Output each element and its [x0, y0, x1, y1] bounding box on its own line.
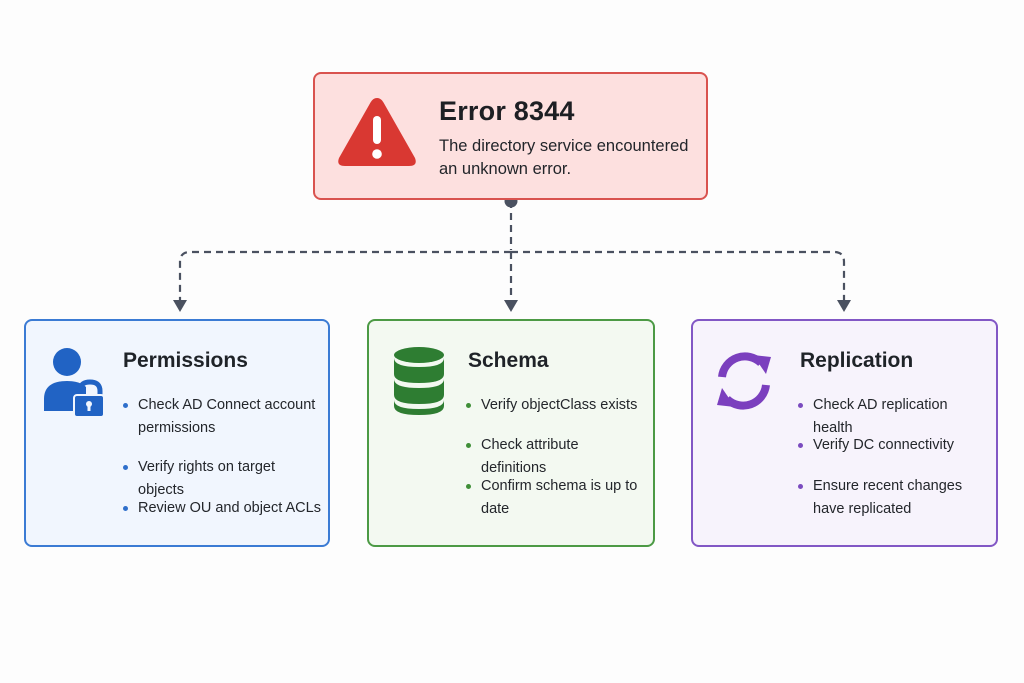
bullet-item: Check AD replication health: [798, 394, 988, 440]
bullet-dot: [798, 484, 803, 489]
bullet-dot: [123, 465, 128, 470]
card-replication: Replication Check AD replication health …: [691, 319, 998, 547]
bullet-text: Confirm schema is up to date: [481, 478, 638, 517]
bullet-text: Ensure recent changes have replicated: [813, 478, 963, 517]
bullet-item: Verify objectClass exists: [466, 394, 646, 417]
bullet-dot: [798, 443, 803, 448]
bullet-text: Review OU and object ACLs: [138, 500, 321, 516]
card-title-permissions: Permissions: [123, 349, 248, 372]
sync-icon: [717, 352, 771, 410]
warning-icon: [338, 98, 416, 166]
arrow-right: [837, 300, 851, 312]
error-title: Error 8344: [439, 96, 575, 126]
bullet-dot: [466, 443, 471, 448]
card-schema: Schema Verify objectClass exists Check a…: [367, 319, 655, 547]
bullet-text: Verify DC connectivity: [813, 437, 955, 453]
bullet-item: Check attribute definitions: [466, 434, 646, 480]
bullet-dot: [466, 484, 471, 489]
bullet-dot: [123, 506, 128, 511]
error-box: Error 8344 The directory service encount…: [313, 72, 708, 200]
bullet-text: Verify rights on target objects: [138, 459, 276, 498]
arrow-center: [504, 300, 518, 312]
user-lock-icon: [44, 348, 104, 417]
database-icon: [394, 347, 444, 415]
bullet-text: Check AD Connect account permissions: [138, 397, 316, 436]
bullet-text: Check attribute definitions: [481, 437, 579, 476]
bullet-text: Check AD replication health: [813, 397, 948, 436]
bullet-dot: [466, 403, 471, 408]
arrow-left: [173, 300, 187, 312]
card-title-replication: Replication: [800, 349, 914, 372]
bullet-item: Ensure recent changes have replicated: [798, 475, 988, 521]
bullet-item: Check AD Connect account permissions: [123, 394, 323, 440]
card-permissions: Permissions Check AD Connect account per…: [24, 319, 330, 547]
card-title-schema: Schema: [468, 349, 549, 372]
bullet-item: Verify rights on target objects: [123, 456, 323, 502]
error-description: The directory service encountered an unk…: [439, 137, 689, 178]
bullet-item: Confirm schema is up to date: [466, 475, 646, 521]
bullet-dot: [123, 403, 128, 408]
connector-branch-left: [178, 250, 511, 300]
connector-branch-right: [511, 250, 846, 300]
bullet-item: Verify DC connectivity: [798, 434, 988, 457]
bullet-text: Verify objectClass exists: [481, 397, 638, 413]
bullet-item: Review OU and object ACLs: [123, 497, 323, 520]
bullet-dot: [798, 403, 803, 408]
